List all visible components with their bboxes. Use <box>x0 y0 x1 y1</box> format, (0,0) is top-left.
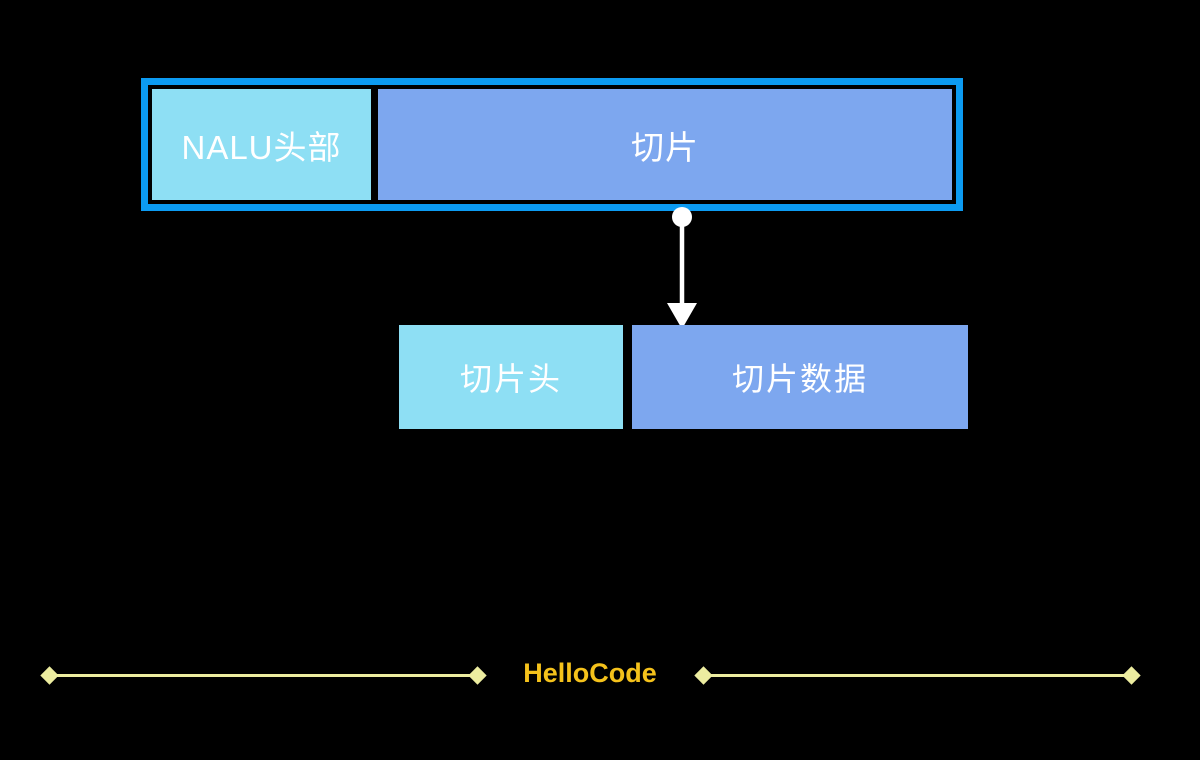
footer-diamond-left-end <box>468 666 487 685</box>
slice-header-box: 切片头 <box>399 325 623 429</box>
footer-divider-right <box>703 674 1132 677</box>
slice-header-label: 切片头 <box>459 361 562 397</box>
nalu-unit-container: NALU头部 切片 <box>141 78 963 211</box>
slice-data-label: 切片数据 <box>731 361 868 397</box>
slice-data-box: 切片数据 <box>632 325 968 429</box>
nalu-header-label: NALU头部 <box>181 128 342 166</box>
footer-diamond-right-end <box>1122 666 1141 685</box>
slice-label: 切片 <box>631 128 699 166</box>
footer-divider-left <box>48 674 478 677</box>
slice-box: 切片 <box>378 89 952 200</box>
nalu-header-box: NALU头部 <box>152 89 371 200</box>
watermark-text: HelloCode <box>523 658 657 688</box>
